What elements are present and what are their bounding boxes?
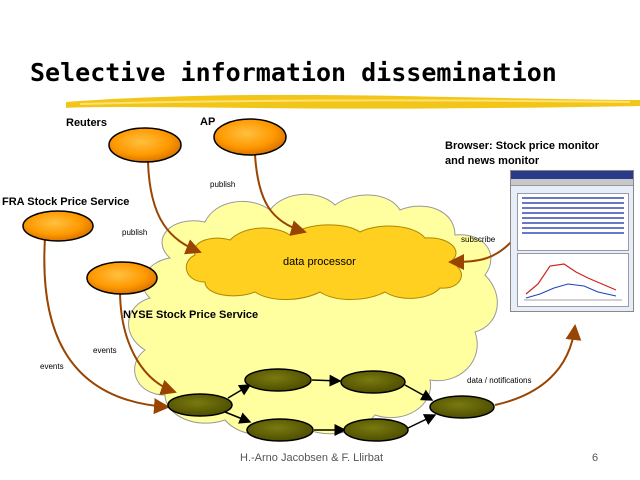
events-label-fra: events	[40, 362, 64, 371]
events-label-nyse: events	[93, 346, 117, 355]
browser-price-chart	[517, 253, 629, 307]
subscribe-label: subscribe	[461, 235, 496, 244]
arrow-b5-b6	[407, 414, 437, 429]
broker-node-6	[429, 395, 495, 419]
arrow-nyse-to-broker	[119, 289, 177, 396]
publish-label-fra: publish	[122, 228, 148, 237]
broker-node-5	[343, 418, 409, 442]
footer-authors: H.-Arno Jacobsen & F. Llirbat	[240, 452, 384, 464]
arrow-browser-to-processor	[448, 237, 516, 270]
reuters-node	[108, 127, 182, 163]
browser-screenshot	[510, 170, 634, 312]
broker-node-2	[244, 368, 312, 392]
broker-node-1	[167, 393, 233, 417]
arrow-b1-b4	[224, 411, 252, 424]
arrow-b3-b6	[404, 384, 434, 401]
arrow-reuters-to-processor	[147, 161, 202, 255]
broker-node-3	[340, 370, 406, 394]
reuters-label: Reuters	[66, 117, 107, 129]
data-processor-label: data processor	[283, 256, 356, 268]
browser-news-pane	[517, 193, 629, 251]
publish-arrows	[43, 154, 582, 415]
notifications-label: data / notifications	[467, 376, 532, 385]
browser-label-line2: and news monitor	[445, 155, 540, 167]
fra-label: FRA Stock Price Service	[2, 196, 130, 208]
title-underline	[66, 94, 640, 109]
broker-arrows	[224, 374, 437, 436]
slide-title: Selective information dissemination	[30, 58, 557, 87]
data-processor-cloud	[185, 224, 462, 300]
ap-node	[213, 118, 287, 156]
page-number: 6	[592, 452, 599, 464]
publish-label-ap: publish	[210, 180, 236, 189]
arrow-fra-to-broker	[43, 237, 170, 415]
fra-node	[22, 210, 94, 242]
browser-menubar	[511, 179, 633, 186]
nyse-label: NYSE Stock Price Service	[123, 309, 259, 321]
arrow-b2-b3	[311, 374, 342, 387]
arrow-b1-b2	[227, 384, 252, 399]
broker-node-4	[246, 418, 314, 442]
ap-label: AP	[200, 116, 216, 128]
arrow-ap-to-processor	[254, 154, 307, 236]
arrow-broker-to-browser	[494, 324, 582, 406]
nyse-node	[86, 261, 158, 295]
browser-label-line1: Browser: Stock price monitor	[445, 140, 600, 152]
browser-titlebar	[511, 171, 633, 179]
